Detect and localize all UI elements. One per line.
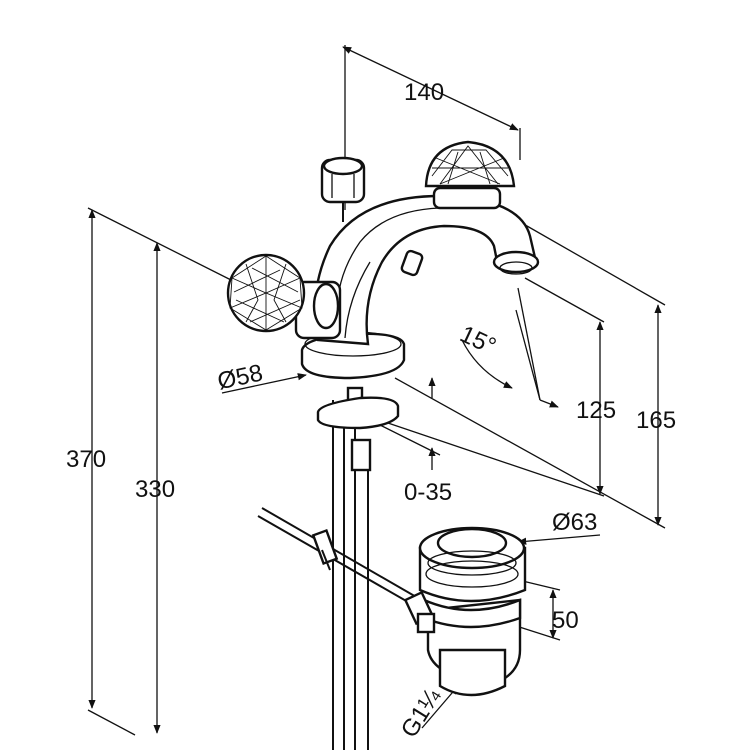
dim-50-label: 50 — [552, 607, 579, 634]
dim-125-label: 125 — [576, 397, 616, 424]
dim-thread-g: G1¼ — [396, 683, 459, 742]
dim-dia-58-label: Ø58 — [215, 359, 265, 395]
dim-140-label: 140 — [404, 79, 444, 106]
pull-knob — [320, 156, 366, 222]
dim-angle-label: 15° — [456, 321, 500, 361]
dim-dia-58: Ø58 — [215, 359, 307, 395]
dim-0-35: 0-35 — [379, 377, 452, 506]
dim-370: 370 — [66, 207, 236, 736]
dim-angle-15: 15° — [456, 287, 559, 408]
dim-370-label: 370 — [66, 446, 106, 473]
dim-thread-label: G1¼ — [396, 683, 447, 742]
mounting-base — [300, 331, 406, 430]
dim-330-label: 330 — [135, 476, 175, 503]
dim-330: 330 — [135, 242, 175, 734]
dim-140: 140 — [342, 45, 521, 210]
dim-0-35-label: 0-35 — [404, 479, 452, 506]
spout — [313, 194, 540, 346]
dim-dia-63: Ø63 — [517, 509, 601, 545]
dim-165: 165 — [394, 221, 676, 529]
left-handle — [226, 253, 342, 340]
linkage-rod — [257, 507, 419, 607]
right-handle — [424, 140, 516, 210]
left-handle-facets — [229, 255, 303, 331]
right-handle-facets — [431, 145, 509, 185]
dim-165-label: 165 — [636, 407, 676, 434]
dim-125: 125 — [384, 277, 616, 497]
lift-rod — [332, 386, 372, 750]
popup-waste — [403, 526, 527, 697]
dim-dia-63-label: Ø63 — [552, 509, 597, 536]
